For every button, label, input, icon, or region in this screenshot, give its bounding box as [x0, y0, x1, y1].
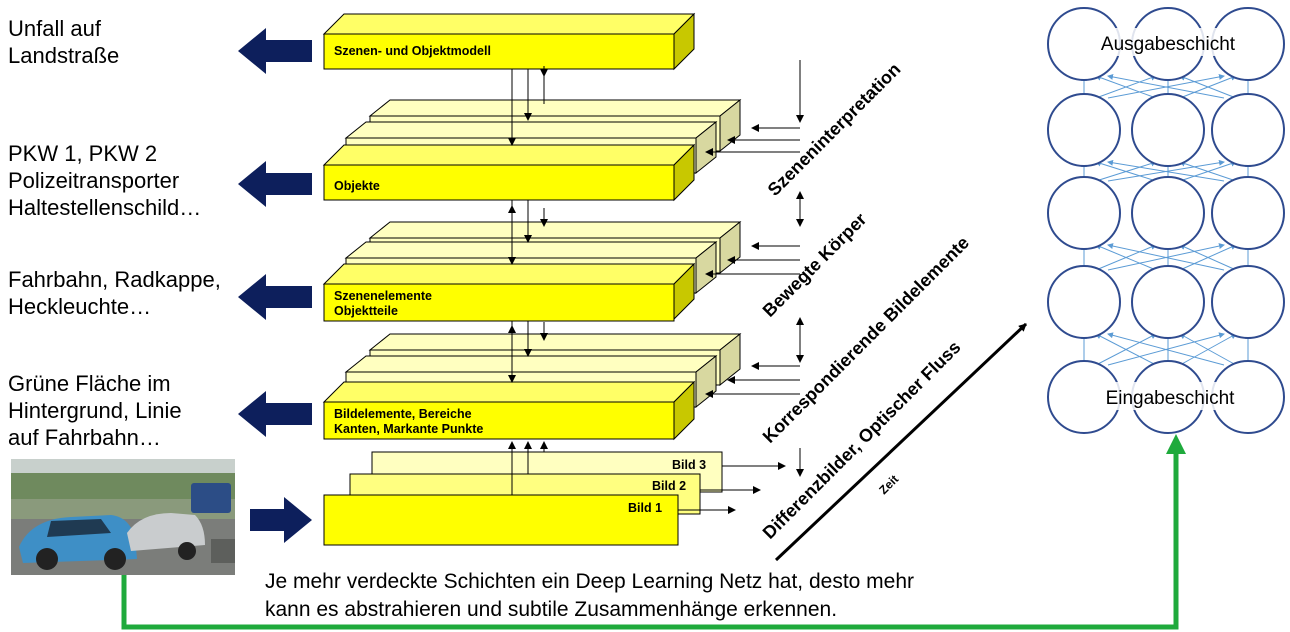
nn-edge — [1095, 333, 1157, 366]
nn-node — [1211, 176, 1285, 250]
nn-node — [1047, 93, 1121, 167]
box-szenenelemente-label2: Objektteile — [334, 304, 398, 318]
label-zeit: Zeit — [876, 472, 901, 497]
time-arrow — [774, 322, 1028, 562]
nn-edge — [1179, 333, 1237, 366]
label-elements-line2: Hintergrund, Linie — [8, 398, 182, 423]
nn-edge — [1179, 244, 1237, 271]
nn-node — [1131, 93, 1205, 167]
caption-line1: Je mehr verdeckte Schichten ein Deep Lea… — [265, 570, 915, 593]
label-parts-line2: Heckleuchte… — [8, 294, 152, 319]
label-korrespondierende: Korrespondierende Bildelemente — [759, 233, 973, 447]
side-connectors — [678, 60, 804, 514]
input-label-bg — [1080, 382, 1260, 410]
box-objekte-stack: Objekte — [322, 98, 742, 202]
box-objekte-label: Objekte — [334, 179, 380, 193]
arrow-left-icon — [238, 274, 312, 320]
caption: Je mehr verdeckte Schichten ein Deep Lea… — [265, 568, 914, 624]
neural-network — [1047, 7, 1285, 434]
nn-node — [1211, 265, 1285, 339]
label-objects-line2: Polizeitransporter — [8, 168, 180, 193]
green-arrowhead-icon — [1166, 434, 1186, 454]
nn-node — [1131, 265, 1205, 339]
nn-edge — [1179, 160, 1237, 182]
output-arrows — [238, 28, 312, 543]
arrow-right-icon — [250, 497, 312, 543]
box-bildelemente-label1: Bildelemente, Bereiche — [334, 407, 472, 421]
nn-node — [1047, 265, 1121, 339]
nn-node — [1131, 176, 1205, 250]
box-szenen: Szenen- und Objektmodell — [322, 12, 696, 71]
box-bildelemente-stack: Bildelemente, Bereiche Kanten, Markante … — [322, 332, 742, 441]
arrow-left-icon — [238, 28, 312, 74]
green-path — [121, 450, 1179, 630]
label-scene-line1: Unfall auf — [8, 16, 101, 41]
bild1-label: Bild 1 — [628, 501, 662, 515]
box-bild-stack: Bild 3 Bild 2 Bild 1 — [323, 451, 723, 546]
bild3-label: Bild 3 — [672, 458, 706, 472]
bild2-label: Bild 2 — [652, 479, 686, 493]
output-label-bg — [1074, 28, 1260, 56]
nn-edge — [1107, 73, 1225, 99]
output-layer-label: Ausgabeschicht — [1101, 34, 1236, 55]
label-scene-line2: Landstraße — [8, 43, 120, 68]
box-szenenelemente-label1: Szenenelemente — [334, 289, 432, 303]
nn-edge — [1107, 159, 1225, 182]
arrow-left-icon — [238, 161, 312, 207]
nn-edge — [1107, 332, 1225, 366]
label-elements-line3: auf Fahrbahn… — [8, 425, 161, 450]
arrow-left-icon — [238, 391, 312, 437]
nn-node — [1047, 176, 1121, 250]
nn-edge — [1095, 74, 1157, 99]
label-elements-line1: Grüne Fläche im — [8, 371, 171, 396]
box-szenenelemente-stack: Szenenelemente Objektteile — [322, 220, 742, 322]
label-parts: Fahrbahn, Radkappe,Heckleuchte… — [8, 266, 221, 320]
label-bewegte-koerper: Bewegte Körper — [759, 209, 871, 321]
nn-node — [1211, 93, 1285, 167]
stack-connectors — [508, 66, 548, 495]
nn-edge — [1107, 243, 1225, 271]
nn-edge — [1179, 75, 1237, 99]
label-objects-line1: PKW 1, PKW 2 — [8, 141, 158, 166]
accident-photo — [11, 459, 235, 575]
nn-edge — [1095, 160, 1157, 182]
label-szeneninterpretation: Szeneninterpretation — [764, 59, 905, 200]
label-differenzbilder: Differenzbilder, Optischer Fluss — [759, 337, 965, 543]
caption-line2: kann es abstrahieren und subtile Zusamme… — [265, 598, 838, 621]
nn-edge — [1095, 244, 1157, 271]
label-objects-line3: Haltestellenschild… — [8, 195, 202, 220]
box-bildelemente-label2: Kanten, Markante Punkte — [334, 422, 483, 436]
input-layer-label: Eingabeschicht — [1106, 388, 1236, 409]
label-parts-line1: Fahrbahn, Radkappe, — [8, 267, 221, 292]
box-szenen-label: Szenen- und Objektmodell — [334, 44, 491, 58]
